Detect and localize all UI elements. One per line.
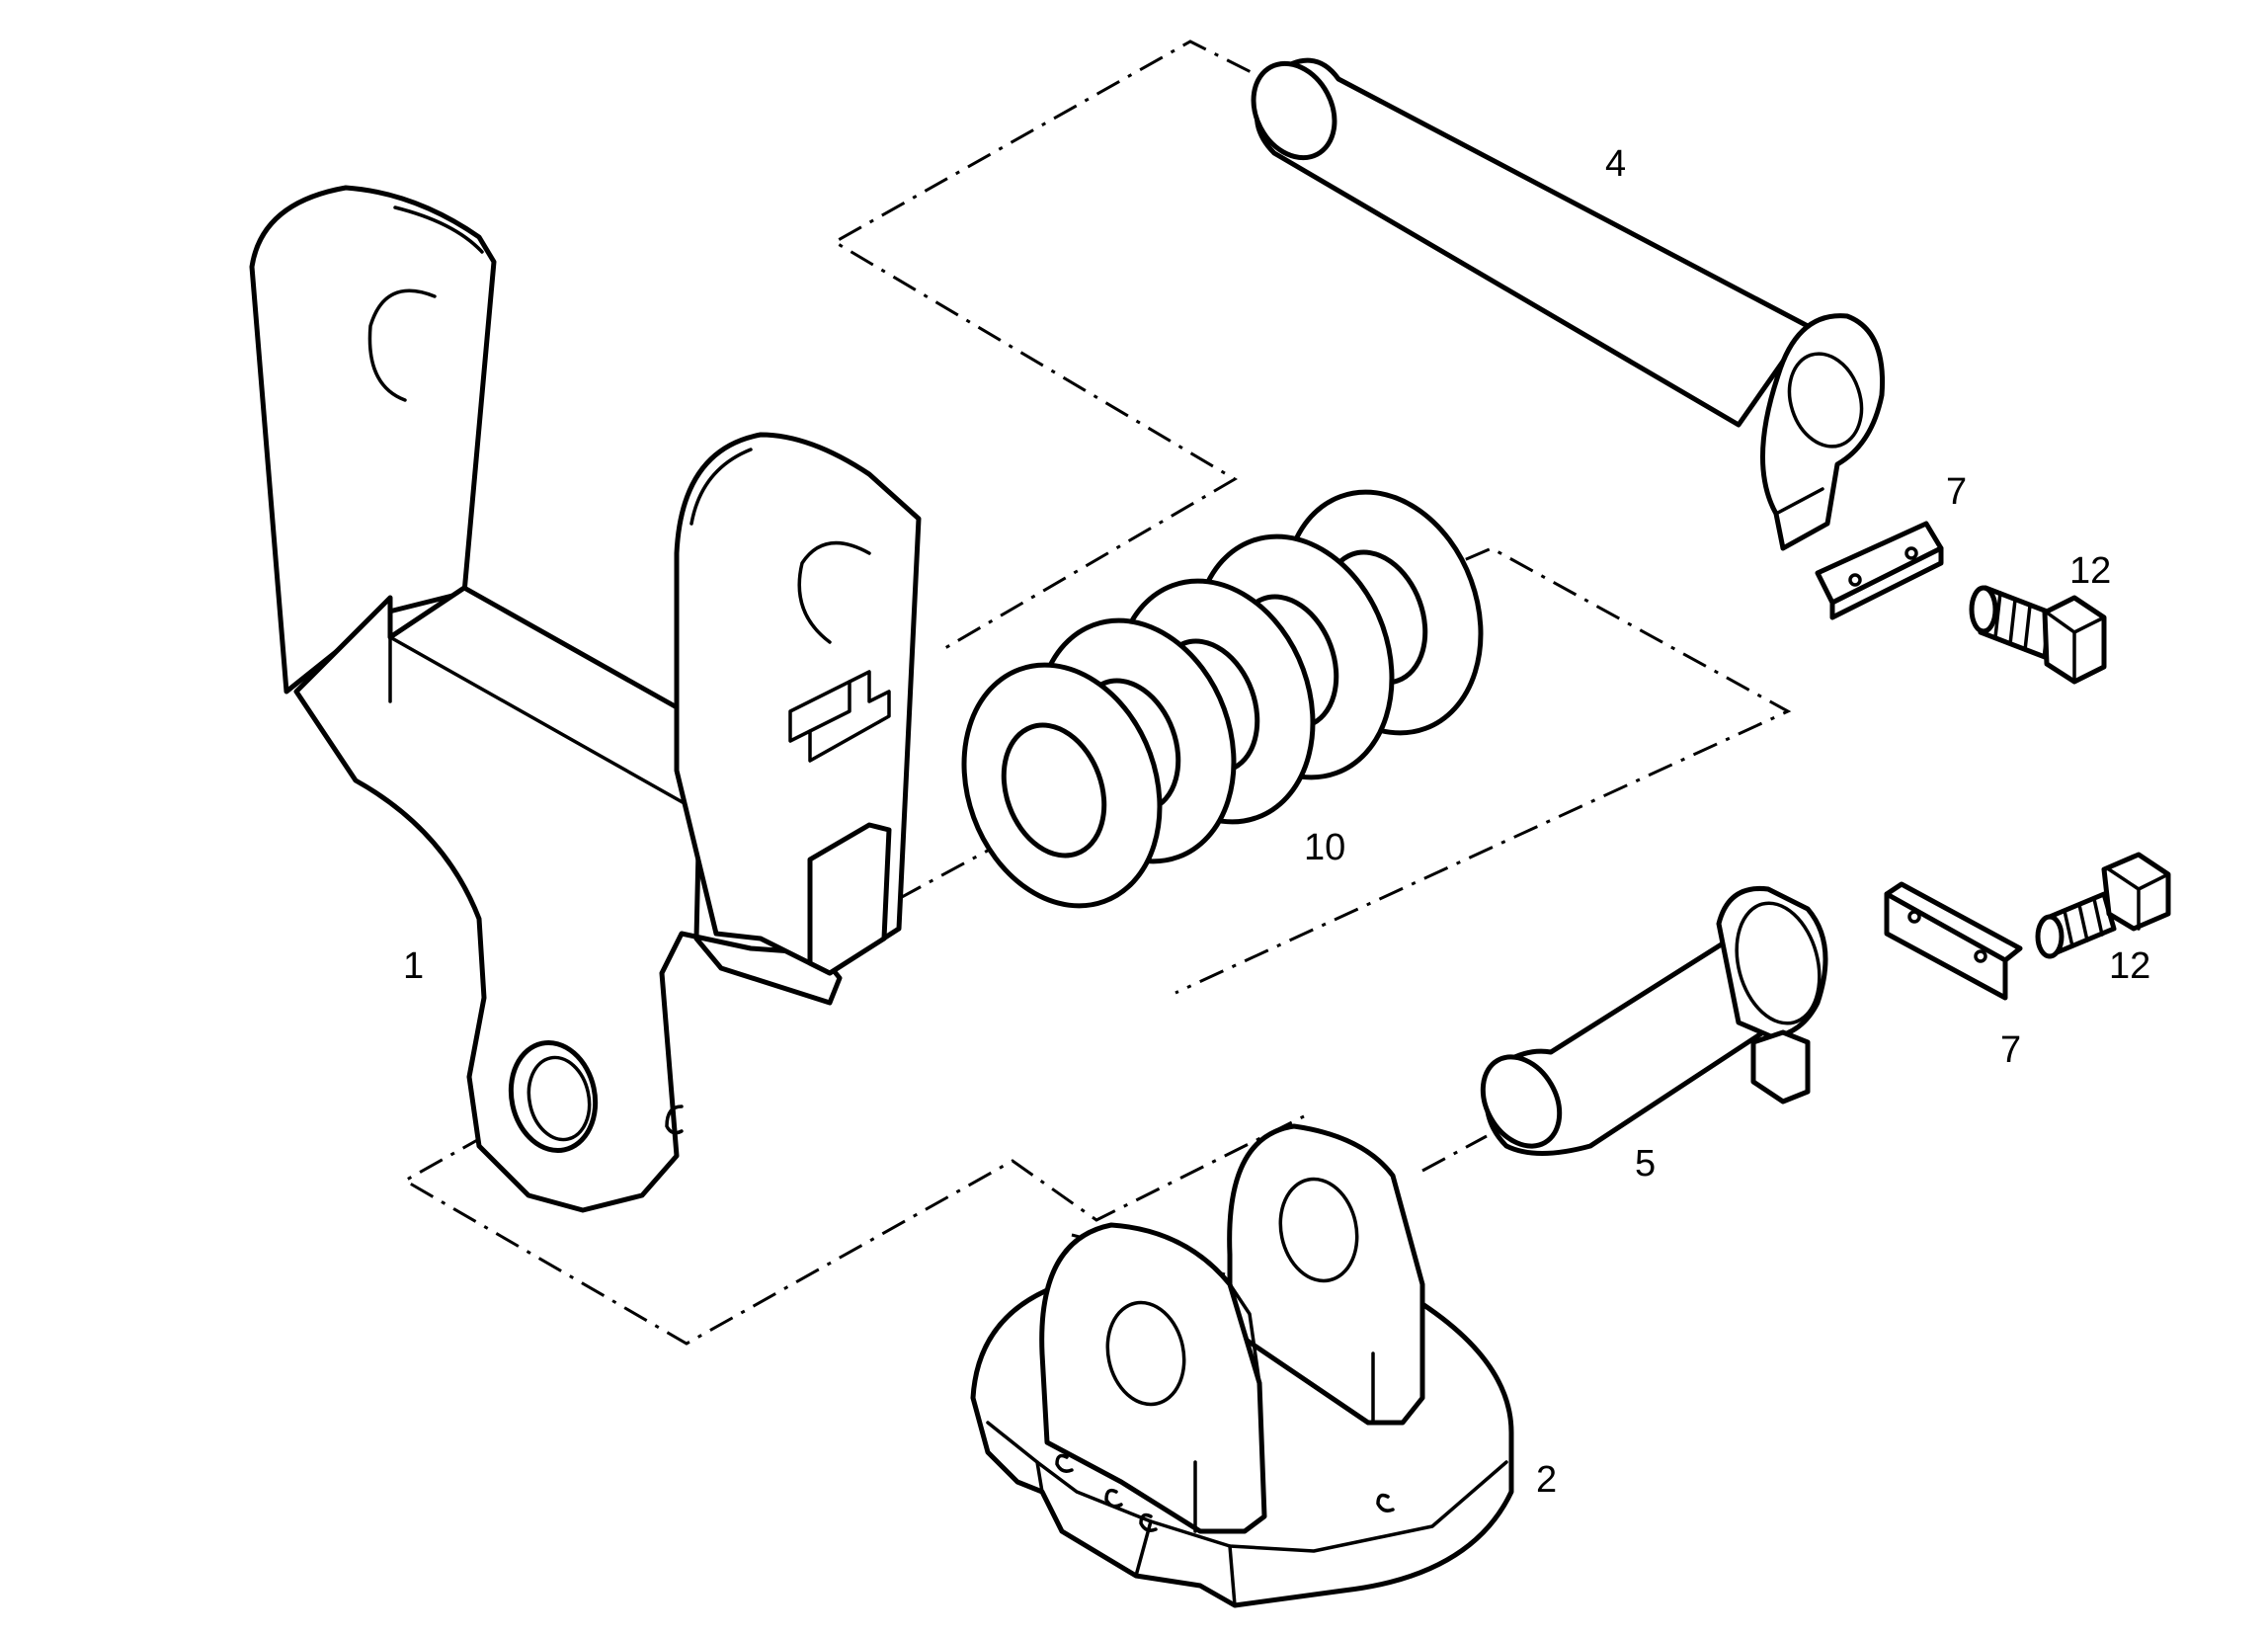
callout-5: 5 xyxy=(1635,1143,1656,1185)
callout-2: 2 xyxy=(1536,1459,1557,1501)
callout-12-lower: 12 xyxy=(2109,945,2150,987)
part-12-bolt-upper xyxy=(1969,585,2107,685)
base-front-clevis xyxy=(1039,1222,1267,1534)
callout-7-upper: 7 xyxy=(1946,471,1967,513)
callout-7-lower: 7 xyxy=(2000,1029,2021,1071)
part-2-base-mount xyxy=(970,1123,1514,1608)
bracket-rear-lug xyxy=(249,185,497,695)
callout-4: 4 xyxy=(1605,143,1626,185)
part-4-long-pin xyxy=(1251,57,1886,551)
callout-12-upper: 12 xyxy=(2069,550,2111,592)
callout-10: 10 xyxy=(1304,827,1345,868)
part-1-bracket xyxy=(249,185,922,1213)
short-pin-collar xyxy=(1716,885,1828,1040)
part-7-lock-plate-upper xyxy=(1815,521,1944,620)
bracket-foot-block xyxy=(807,822,892,976)
part-10-washer-stack xyxy=(961,489,1484,909)
bracket-lower-hole xyxy=(508,1039,599,1154)
washer xyxy=(961,662,1163,909)
bolt-hex-head xyxy=(2101,852,2171,932)
part-5-short-pin xyxy=(1480,885,1828,1156)
callout-labels: 1 2 4 5 7 7 10 12 12 xyxy=(403,143,2150,1501)
callout-1: 1 xyxy=(403,945,424,987)
long-pin-shaft xyxy=(1255,57,1811,428)
part-12-bolt-lower xyxy=(2035,852,2171,959)
lock-notch-plate xyxy=(788,670,891,763)
bracket-body xyxy=(293,585,843,1213)
part-7-lock-plate-lower xyxy=(1884,881,2023,1001)
base-rear-clevis xyxy=(1227,1123,1425,1426)
